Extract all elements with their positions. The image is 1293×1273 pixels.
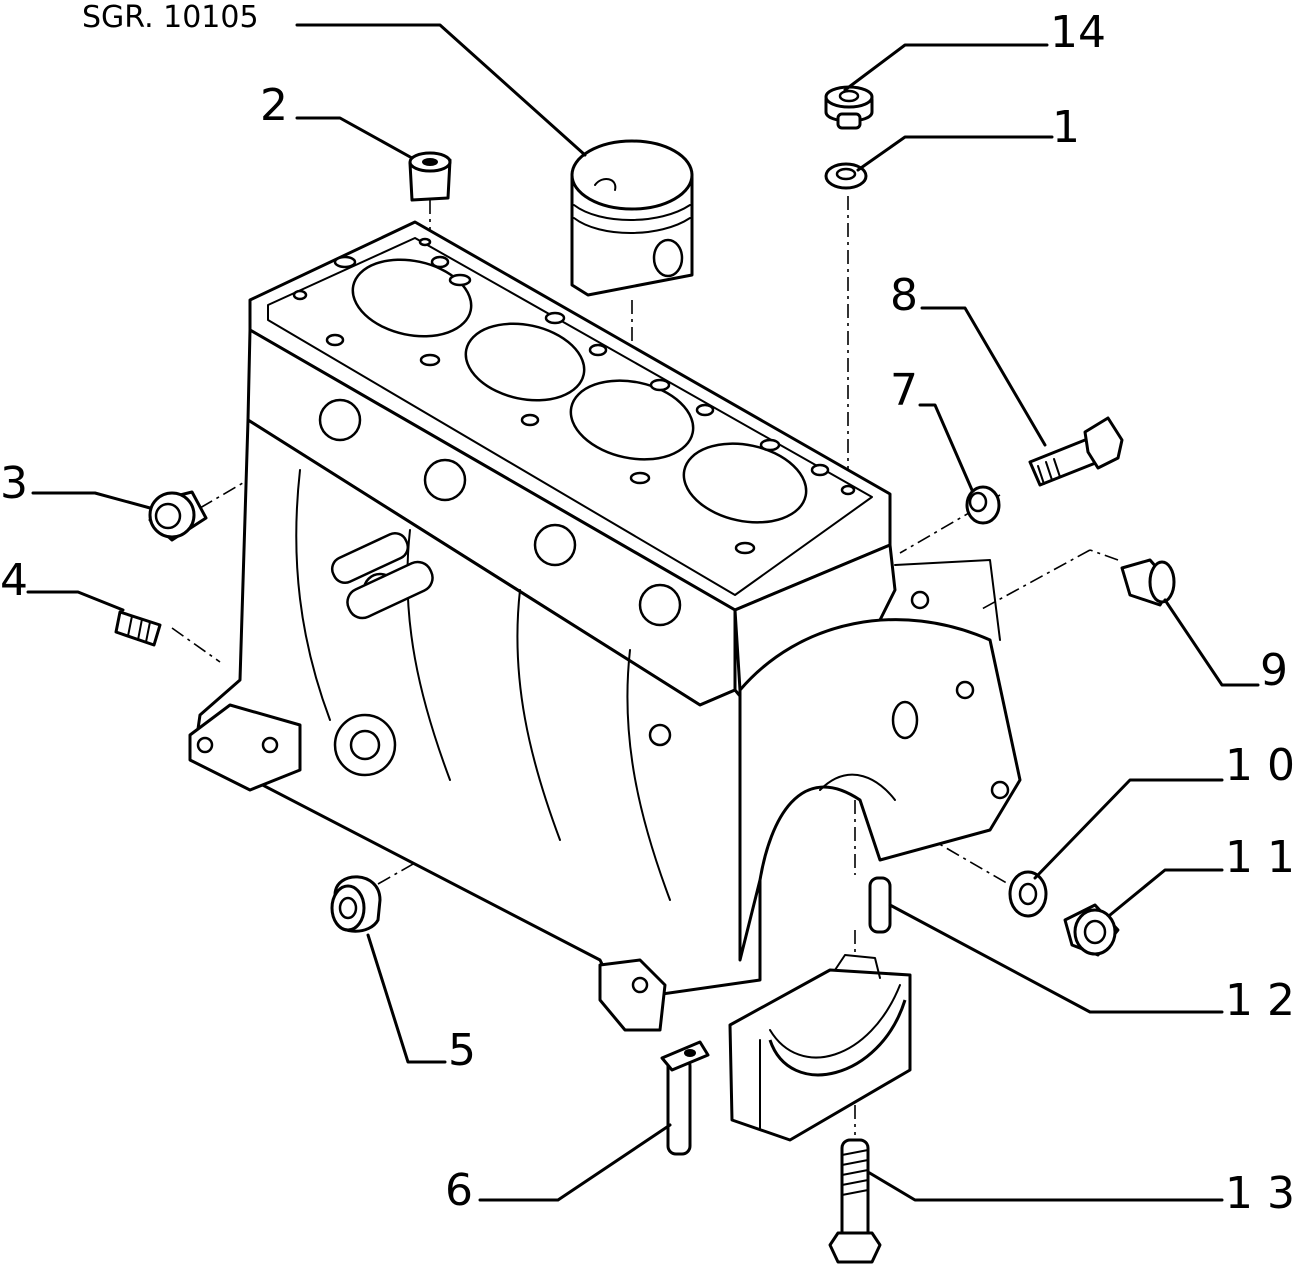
part-8-bolt-icon: [1028, 416, 1124, 487]
main-bearing-cap-icon: [728, 954, 912, 1142]
callout-12: 1 2: [1225, 975, 1293, 1026]
callout-7: 7: [890, 365, 918, 416]
callout-6: 6: [445, 1165, 473, 1216]
callout-3: 3: [0, 458, 28, 509]
engine-block: [188, 220, 1022, 1032]
callout-2: 2: [260, 80, 288, 131]
callout-13: 1 3: [1225, 1168, 1293, 1219]
callout-1: 1: [1052, 102, 1080, 153]
part-6-oil-nozzle-icon: [660, 1040, 710, 1156]
part-9-bush-icon: [1120, 558, 1176, 607]
callout-11: 1 1: [1225, 832, 1293, 883]
part-5-threaded-plug-icon: [330, 875, 382, 933]
callout-14: 14: [1050, 7, 1106, 58]
part-7-washer-icon: [965, 485, 1001, 525]
piston-icon: [570, 139, 694, 297]
part-11-plug-icon: [1063, 903, 1120, 957]
part-1-washer-icon: [824, 162, 868, 190]
callout-5: 5: [448, 1025, 476, 1076]
callout-10: 1 0: [1225, 740, 1293, 791]
part-2-dowel-bush-icon: [408, 151, 452, 202]
part-14-plug-icon: [824, 85, 874, 130]
water-jacket-holes: [292, 237, 856, 555]
part-13-cap-bolt-icon: [828, 1138, 882, 1264]
callout-leader-lines: [26, 23, 1260, 1202]
part-12-dowel-icon: [868, 876, 892, 934]
callout-8: 8: [890, 270, 918, 321]
part-4-pin-icon: [114, 610, 162, 647]
part-10-washer-icon: [1008, 870, 1048, 918]
callout-9: 9: [1260, 645, 1288, 696]
drawing-reference-label: SGR. 10105: [82, 0, 259, 35]
callout-4: 4: [0, 555, 28, 606]
part-3-core-plug-icon: [148, 490, 208, 542]
